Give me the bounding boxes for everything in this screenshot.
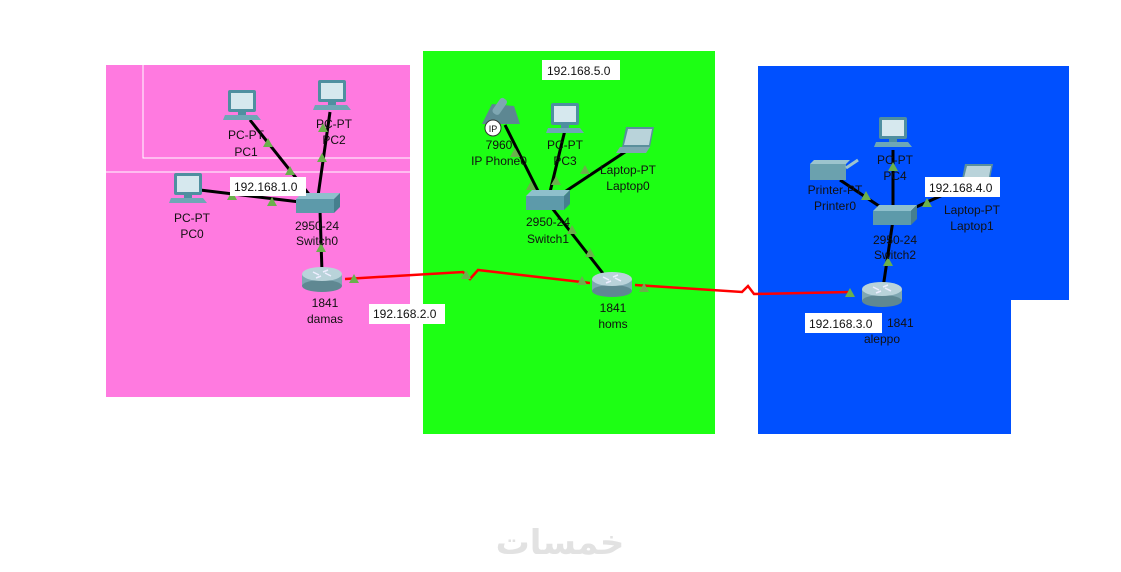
device-printer0[interactable]: Printer-PT Printer0: [808, 158, 863, 213]
device-model: 2950-24: [295, 219, 339, 233]
note-text: 192.168.1.0: [234, 180, 298, 194]
device-homs[interactable]: 1841 homs: [591, 271, 633, 331]
device-name: Printer0: [814, 199, 856, 213]
device-switch1[interactable]: 2950-24 Switch1: [526, 190, 570, 246]
switch-icon: [526, 190, 570, 210]
zone-damas: [106, 65, 410, 397]
note-text: 192.168.2.0: [373, 307, 437, 321]
device-model: 1841: [312, 296, 339, 310]
pc-icon: [874, 117, 912, 147]
pc-icon: [223, 90, 261, 120]
device-name: PC2: [322, 133, 346, 147]
device-switch2[interactable]: 2950-24 Switch2: [873, 205, 917, 262]
device-pc1[interactable]: PC-PT PC1: [223, 90, 265, 159]
router-icon: [301, 266, 343, 293]
device-laptop0[interactable]: Laptop-PT Laptop0: [600, 127, 657, 193]
device-name: aleppo: [864, 332, 900, 346]
note-192-168-1-0[interactable]: 192.168.1.0: [230, 177, 306, 196]
device-pc0[interactable]: PC-PT PC0: [169, 173, 211, 241]
device-pc2[interactable]: PC-PT PC2: [313, 80, 353, 147]
ip-badge: IP: [489, 124, 498, 134]
device-pc3[interactable]: PC-PT PC3: [546, 103, 584, 168]
device-model: PC-PT: [228, 128, 265, 142]
device-name: PC1: [234, 145, 258, 159]
device-model: 7960: [486, 138, 513, 152]
device-name: PC3: [553, 154, 577, 168]
router-icon: [591, 271, 633, 298]
device-switch0[interactable]: 2950-24 Switch0: [295, 193, 340, 248]
device-name: PC4: [883, 169, 907, 183]
switch-icon: [873, 205, 917, 225]
device-model: Printer-PT: [808, 183, 863, 197]
device-name: IP Phone0: [471, 154, 527, 168]
device-model: PC-PT: [877, 153, 914, 167]
device-damas[interactable]: 1841 damas: [301, 266, 343, 326]
device-name: damas: [307, 312, 343, 326]
device-model: PC-PT: [547, 138, 584, 152]
device-name: Laptop0: [606, 179, 650, 193]
device-model: Laptop-PT: [944, 203, 1001, 217]
device-name: Switch1: [527, 232, 569, 246]
device-model: 2950-24: [526, 215, 570, 229]
note-192-168-4-0[interactable]: 192.168.4.0: [925, 177, 1000, 197]
note-text: 192.168.4.0: [929, 181, 993, 195]
serial-links: [344, 268, 851, 296]
pc-icon: [169, 173, 207, 203]
note-text: 192.168.3.0: [809, 317, 873, 331]
note-192-168-5-0[interactable]: 192.168.5.0: [542, 60, 620, 80]
device-aleppo[interactable]: 1841 aleppo: [861, 281, 914, 346]
device-model: 1841: [887, 316, 914, 330]
watermark-logo: خمسات: [496, 523, 625, 563]
device-name: Laptop1: [950, 219, 994, 233]
device-model: Laptop-PT: [600, 163, 657, 177]
device-name: Switch0: [296, 234, 338, 248]
note-192-168-3-0[interactable]: 192.168.3.0: [805, 313, 882, 333]
device-model: PC-PT: [316, 117, 353, 131]
pc-icon: [546, 103, 584, 133]
pc-icon: [313, 80, 351, 110]
zone-aleppo: [758, 66, 1069, 434]
router-icon: [861, 281, 903, 308]
device-ip-phone0[interactable]: IP 7960 IP Phone0: [471, 96, 527, 168]
note-192-168-2-0[interactable]: 192.168.2.0: [369, 304, 445, 324]
note-text: 192.168.5.0: [547, 64, 611, 78]
device-laptop1[interactable]: Laptop-PT Laptop1: [944, 164, 1001, 233]
device-name: Switch2: [874, 248, 916, 262]
device-model: PC-PT: [174, 211, 211, 225]
device-pc4[interactable]: PC-PT PC4: [874, 117, 914, 183]
device-name: homs: [598, 317, 627, 331]
device-model: 1841: [600, 301, 627, 315]
device-model: 2950-24: [873, 233, 917, 247]
device-name: PC0: [180, 227, 204, 241]
